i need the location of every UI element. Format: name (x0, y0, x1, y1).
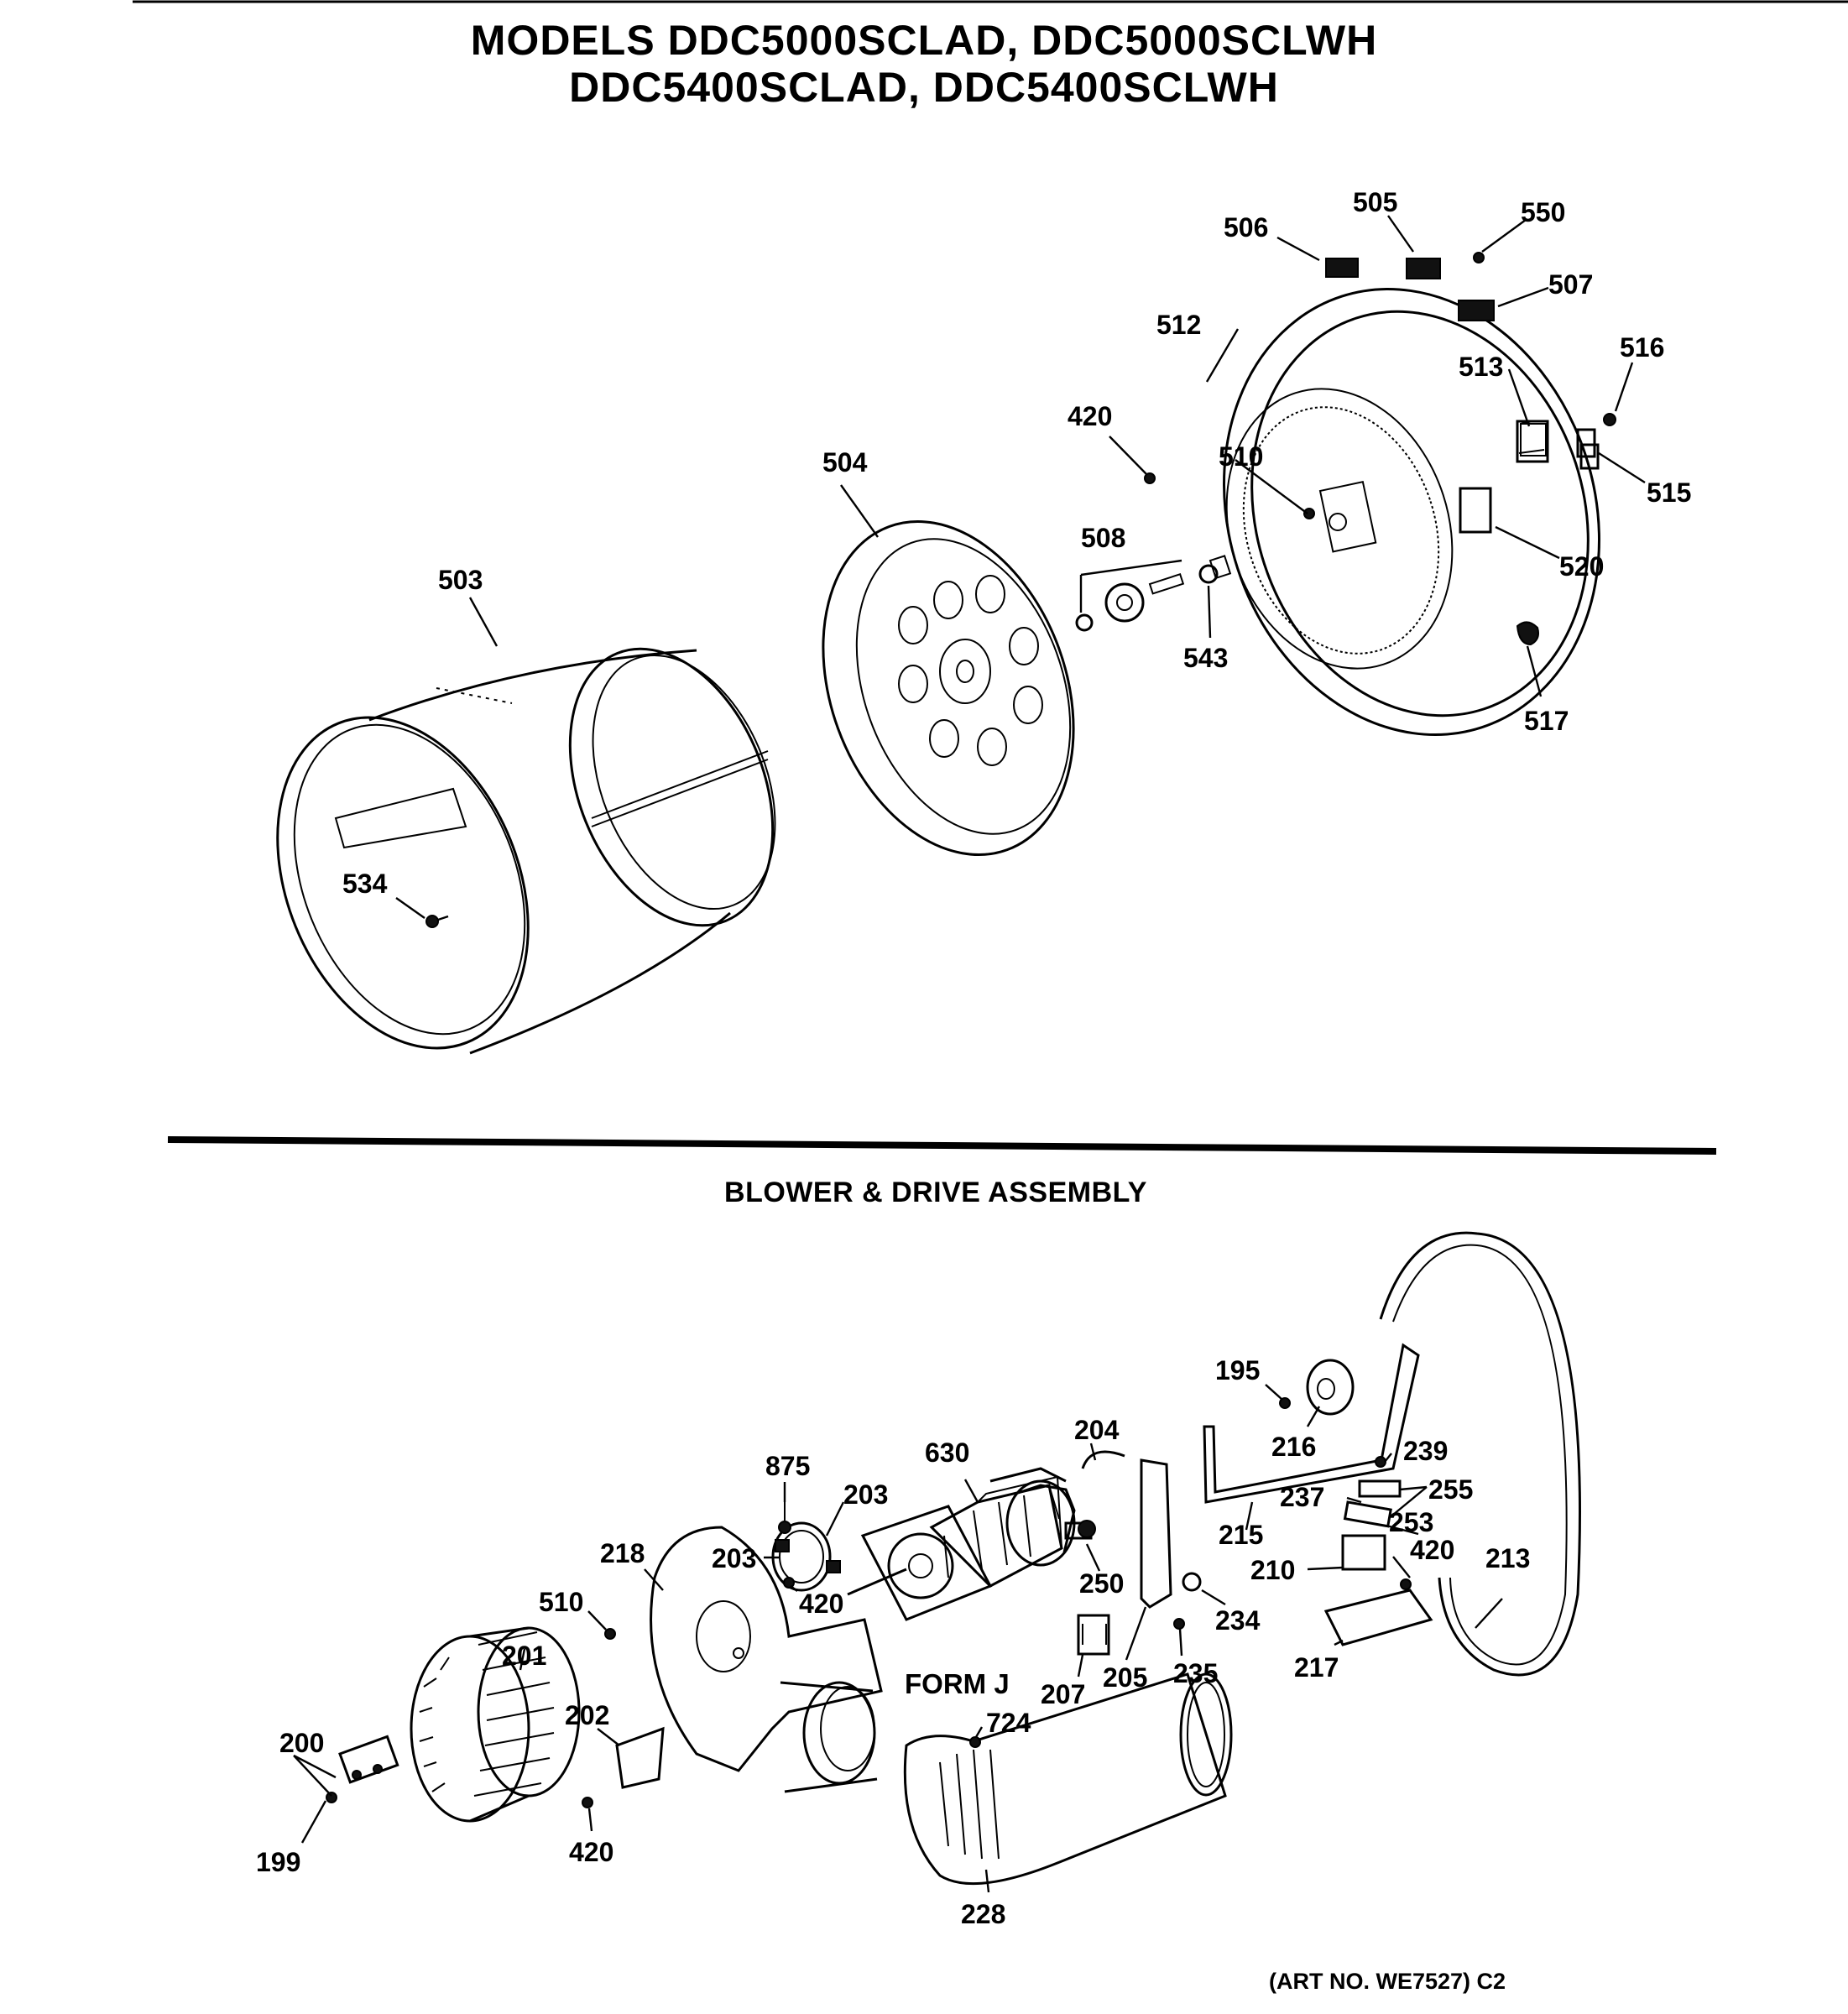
label-515: 515 (1647, 477, 1691, 508)
label-517: 517 (1524, 706, 1569, 736)
label-255: 255 (1428, 1474, 1473, 1505)
rear-bulkhead-512 (1223, 288, 1600, 736)
label-875: 875 (765, 1451, 810, 1481)
label-420-top: 420 (1068, 401, 1112, 431)
label-507: 507 (1548, 269, 1593, 300)
label-199: 199 (256, 1847, 300, 1877)
screw-534 (425, 915, 449, 928)
screw-510-blower (604, 1628, 616, 1640)
clip-200 (326, 1735, 399, 1803)
labels-drum: 506 505 550 507 512 516 513 420 510 504 … (342, 187, 1691, 899)
label-205: 205 (1103, 1662, 1147, 1693)
label-216: 216 (1271, 1432, 1316, 1462)
label-239: 239 (1403, 1436, 1448, 1466)
art-number: (ART NO. WE7527) C2 (1269, 1969, 1506, 1994)
label-724: 724 (986, 1708, 1031, 1738)
label-510-blower: 510 (539, 1587, 583, 1617)
label-203-top: 203 (843, 1479, 888, 1510)
exhaust-duct-228 (903, 1672, 1233, 1886)
small-parts-top (1325, 252, 1616, 646)
label-210: 210 (1250, 1555, 1295, 1585)
label-217: 217 (1294, 1652, 1339, 1683)
label-420-right: 420 (1410, 1535, 1454, 1565)
bearing-508 (1075, 555, 1232, 632)
label-250: 250 (1079, 1568, 1124, 1599)
label-213: 213 (1485, 1543, 1530, 1573)
idler-arm-215 (1203, 1343, 1420, 1504)
label-235: 235 (1173, 1658, 1218, 1688)
label-506: 506 (1224, 212, 1268, 243)
label-215: 215 (1219, 1520, 1263, 1550)
label-203-left: 203 (712, 1543, 756, 1573)
label-550: 550 (1521, 197, 1565, 227)
section-title: BLOWER & DRIVE ASSEMBLY (724, 1177, 1147, 1208)
label-237: 237 (1280, 1482, 1324, 1512)
label-253: 253 (1389, 1507, 1433, 1537)
blower-housing-218 (650, 1526, 883, 1793)
label-504: 504 (822, 447, 868, 477)
label-195: 195 (1215, 1355, 1260, 1385)
idler-pulley-216 (1279, 1359, 1355, 1416)
label-228: 228 (961, 1899, 1005, 1929)
title-line-1: MODELS DDC5000SCLAD, DDC5000SCLWH (470, 17, 1378, 64)
screw-420-top (1144, 472, 1156, 484)
idler-parts (1323, 1456, 1433, 1646)
label-420-motor: 420 (799, 1589, 843, 1619)
label-503: 503 (438, 565, 483, 595)
switch-207 (1077, 1614, 1110, 1656)
label-202: 202 (565, 1700, 609, 1730)
form-label: FORM J (905, 1668, 1010, 1699)
leader-lines-drum (395, 215, 1646, 919)
label-218: 218 (600, 1538, 645, 1568)
motor-mount-205 (1081, 1450, 1202, 1630)
label-508: 508 (1081, 523, 1125, 553)
leader-lines-blower (293, 1384, 1503, 1893)
label-510-top: 510 (1219, 441, 1263, 472)
label-234: 234 (1215, 1605, 1261, 1636)
label-201: 201 (502, 1641, 546, 1671)
label-513: 513 (1459, 352, 1503, 382)
blower-wheel-201 (410, 1626, 581, 1823)
label-516: 516 (1620, 332, 1664, 363)
section-divider (167, 1136, 1717, 1155)
label-204: 204 (1074, 1415, 1120, 1445)
label-520: 520 (1559, 551, 1604, 582)
drum-rear-504 (822, 520, 1075, 856)
label-207: 207 (1041, 1679, 1085, 1709)
label-543: 543 (1183, 643, 1228, 673)
label-505: 505 (1353, 187, 1397, 217)
title-line-2: DDC5400SCLAD, DDC5400SCLWH (569, 64, 1279, 111)
motor-bracket-203 (771, 1490, 841, 1592)
label-534: 534 (342, 869, 388, 899)
bracket-202 (582, 1726, 665, 1808)
label-420-bottom: 420 (569, 1837, 613, 1867)
label-512: 512 (1156, 310, 1201, 340)
motor-630 (847, 1467, 1096, 1621)
drum-503 (276, 647, 776, 1055)
label-630: 630 (925, 1437, 969, 1468)
labels-blower: 195 216 204 239 875 630 255 203 237 253 … (256, 1355, 1530, 1929)
drive-belt-213 (1379, 1231, 1581, 1677)
label-200: 200 (279, 1728, 324, 1758)
